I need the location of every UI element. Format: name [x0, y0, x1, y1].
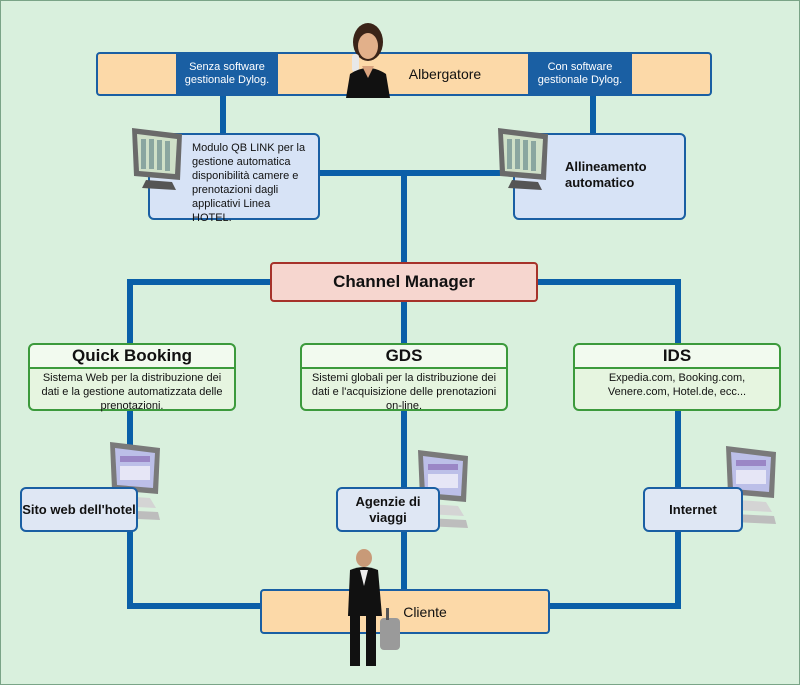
gds-box: GDS Sistemi globali per la distribuzione…	[300, 343, 508, 412]
channel-manager-box: Channel Manager	[270, 262, 538, 302]
connector-center-vertical-mid	[401, 300, 407, 345]
businessman-photo	[348, 549, 400, 666]
monitor-icon	[726, 446, 776, 524]
receptionist-photo	[346, 23, 390, 98]
connector-bottom-right	[548, 603, 681, 609]
connector-right-vertical-top	[675, 279, 681, 345]
cliente-bar: Cliente	[260, 589, 550, 634]
allineamento-text: Allineamento automatico	[565, 159, 647, 190]
albergatore-title: Albergatore	[408, 66, 482, 82]
sito-web-box: Sito web dell'hotel	[20, 487, 138, 532]
monitor-icon	[498, 128, 548, 190]
monitor-icon	[132, 128, 182, 190]
connector-left-vertical-top	[127, 279, 133, 345]
connector-top-left	[220, 96, 226, 136]
ids-desc: Expedia.com, Booking.com, Venere.com, Ho…	[607, 372, 747, 398]
quick-booking-title: Quick Booking	[30, 345, 234, 369]
gds-title: GDS	[302, 345, 506, 369]
gds-desc: Sistemi globali per la distribuzione dei…	[311, 372, 497, 412]
qb-link-text: Modulo QB LINK per la gestione automatic…	[192, 142, 306, 224]
connector-horizontal-upper	[318, 170, 514, 176]
connector-bottom-left	[127, 603, 262, 609]
senza-software-tab: Senza software gestionale Dylog.	[176, 54, 278, 94]
ids-box: IDS Expedia.com, Booking.com, Venere.com…	[573, 343, 781, 411]
connector-center-vertical-upper	[401, 170, 407, 263]
ids-title: IDS	[575, 345, 779, 369]
connector-top-right	[590, 96, 596, 136]
quick-booking-box: Quick Booking Sistema Web per la distrib…	[28, 343, 236, 412]
con-software-tab: Con software gestionale Dylog.	[528, 54, 632, 94]
internet-box: Internet	[643, 487, 743, 532]
agenzie-box: Agenzie di viaggi	[336, 487, 440, 532]
quick-booking-desc: Sistema Web per la distribuzione dei dat…	[41, 372, 223, 412]
cliente-label: Cliente	[403, 603, 447, 620]
